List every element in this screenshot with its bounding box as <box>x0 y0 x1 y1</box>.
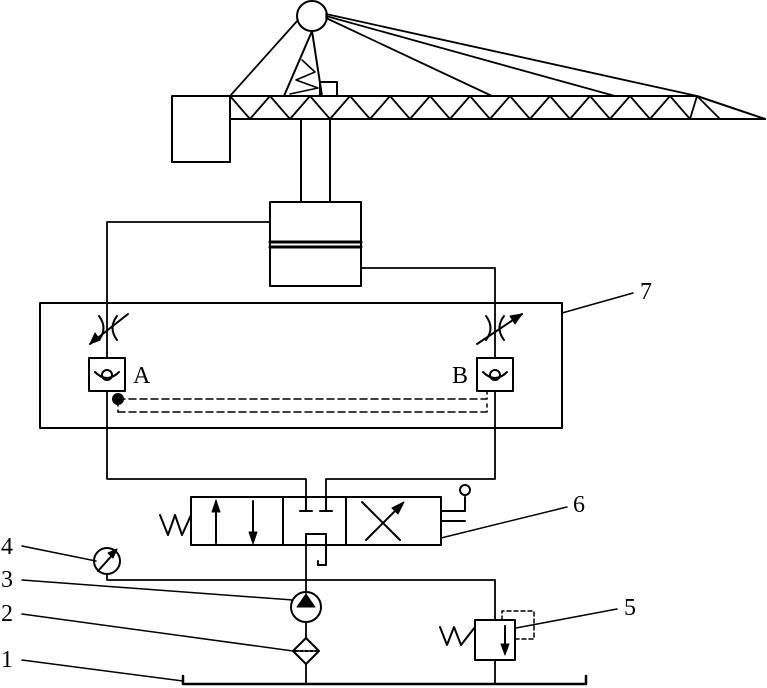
label-1: 1 <box>1 647 13 673</box>
valve-a-label: A <box>133 363 151 389</box>
valve-handle-icon <box>440 496 466 512</box>
throttle-valve-left-icon <box>89 313 129 345</box>
component-number-labels: 7 6 5 4 3 2 1 <box>1 279 652 673</box>
crane-counterweight <box>171 95 231 163</box>
crane-top-pulley <box>296 0 328 32</box>
label-5: 5 <box>624 595 636 621</box>
crane-jib <box>229 95 766 120</box>
crane-peak-mast <box>283 30 338 97</box>
label-3: 3 <box>1 567 13 593</box>
relief-valve-icon <box>439 610 535 661</box>
relief-spring-icon <box>439 626 476 646</box>
label-6: 6 <box>573 492 585 518</box>
tower-crane <box>171 0 766 203</box>
pressure-gauge-icon <box>93 547 121 575</box>
check-valve-a-icon <box>88 357 126 392</box>
label-4: 4 <box>1 534 13 560</box>
balance-valve-block: A B <box>39 302 563 429</box>
valve-b-label: B <box>452 363 468 389</box>
leader-lines <box>21 292 634 682</box>
crane-cables <box>229 13 698 97</box>
hydraulic-cylinder <box>268 201 363 287</box>
label-7: 7 <box>640 279 652 305</box>
check-valve-b-icon <box>476 357 514 392</box>
pipelines <box>106 221 496 684</box>
throttle-valve-right-icon <box>476 313 523 345</box>
oil-filter-icon <box>292 637 320 665</box>
oil-tank <box>181 674 588 686</box>
crane-tower <box>300 118 331 203</box>
directional-control-valve <box>159 484 471 566</box>
hydraulic-pump-icon <box>290 591 322 623</box>
spring-icon <box>159 514 192 536</box>
pilot-lines <box>117 390 488 413</box>
pilot-junction-dot <box>112 393 124 405</box>
label-2: 2 <box>1 601 13 627</box>
